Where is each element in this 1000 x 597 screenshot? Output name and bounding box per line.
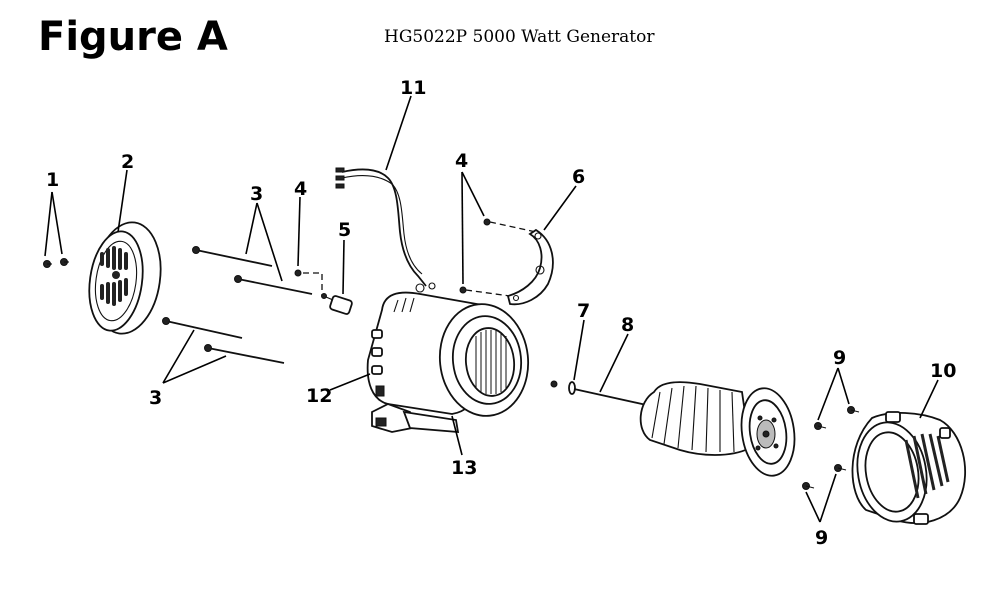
part-6-bracket xyxy=(506,228,554,306)
leader-3-lower xyxy=(162,329,227,384)
leader-3-upper xyxy=(245,202,283,282)
part-9-screws-lower xyxy=(802,464,847,490)
leader-4-left xyxy=(297,196,301,267)
part-4-screw-left xyxy=(294,269,323,296)
callout-5: 5 xyxy=(338,219,351,241)
callout-4-left: 4 xyxy=(294,178,307,200)
callout-9-upper: 9 xyxy=(833,347,846,369)
leader-7 xyxy=(573,319,585,381)
leader-4-right xyxy=(461,171,485,285)
callout-10: 10 xyxy=(930,360,956,382)
part-7-washer xyxy=(550,380,576,395)
leader-5 xyxy=(342,239,345,295)
leader-2 xyxy=(117,169,128,233)
callout-3-lower: 3 xyxy=(149,387,162,409)
leader-10 xyxy=(919,379,939,419)
callout-9-lower: 9 xyxy=(815,527,828,549)
rotor-assembly xyxy=(639,381,796,477)
callout-12: 12 xyxy=(306,385,332,407)
part-9-screws-upper xyxy=(814,406,860,430)
callout-4-right: 4 xyxy=(455,150,468,172)
callout-1: 1 xyxy=(46,169,59,191)
part-5-terminal xyxy=(321,293,353,315)
callout-7: 7 xyxy=(577,300,590,322)
callout-13: 13 xyxy=(451,457,477,479)
part-11-wire-harness xyxy=(335,167,436,293)
part-10-end-housing xyxy=(851,411,967,525)
figure-title: Figure A xyxy=(38,14,228,60)
leader-11 xyxy=(385,95,412,171)
part-12-13-stator-housing xyxy=(366,291,530,433)
part-3-through-bolts xyxy=(162,246,313,364)
leader-8 xyxy=(599,333,629,393)
part-4-screws-right xyxy=(459,218,537,297)
leader-6 xyxy=(543,185,577,231)
diagram-subtitle: HG5022P 5000 Watt Generator xyxy=(384,27,655,47)
callout-11: 11 xyxy=(400,77,426,99)
leader-9-lower xyxy=(805,473,837,523)
leader-12 xyxy=(329,373,371,391)
part-1-screws xyxy=(43,258,69,268)
leader-13 xyxy=(451,415,463,456)
leader-1 xyxy=(44,191,63,257)
callout-2: 2 xyxy=(121,151,134,173)
callout-8: 8 xyxy=(621,314,634,336)
callout-3-upper: 3 xyxy=(250,183,263,205)
leader-9-upper xyxy=(817,367,850,421)
part-2-end-cover xyxy=(88,221,162,335)
callout-6: 6 xyxy=(572,166,585,188)
